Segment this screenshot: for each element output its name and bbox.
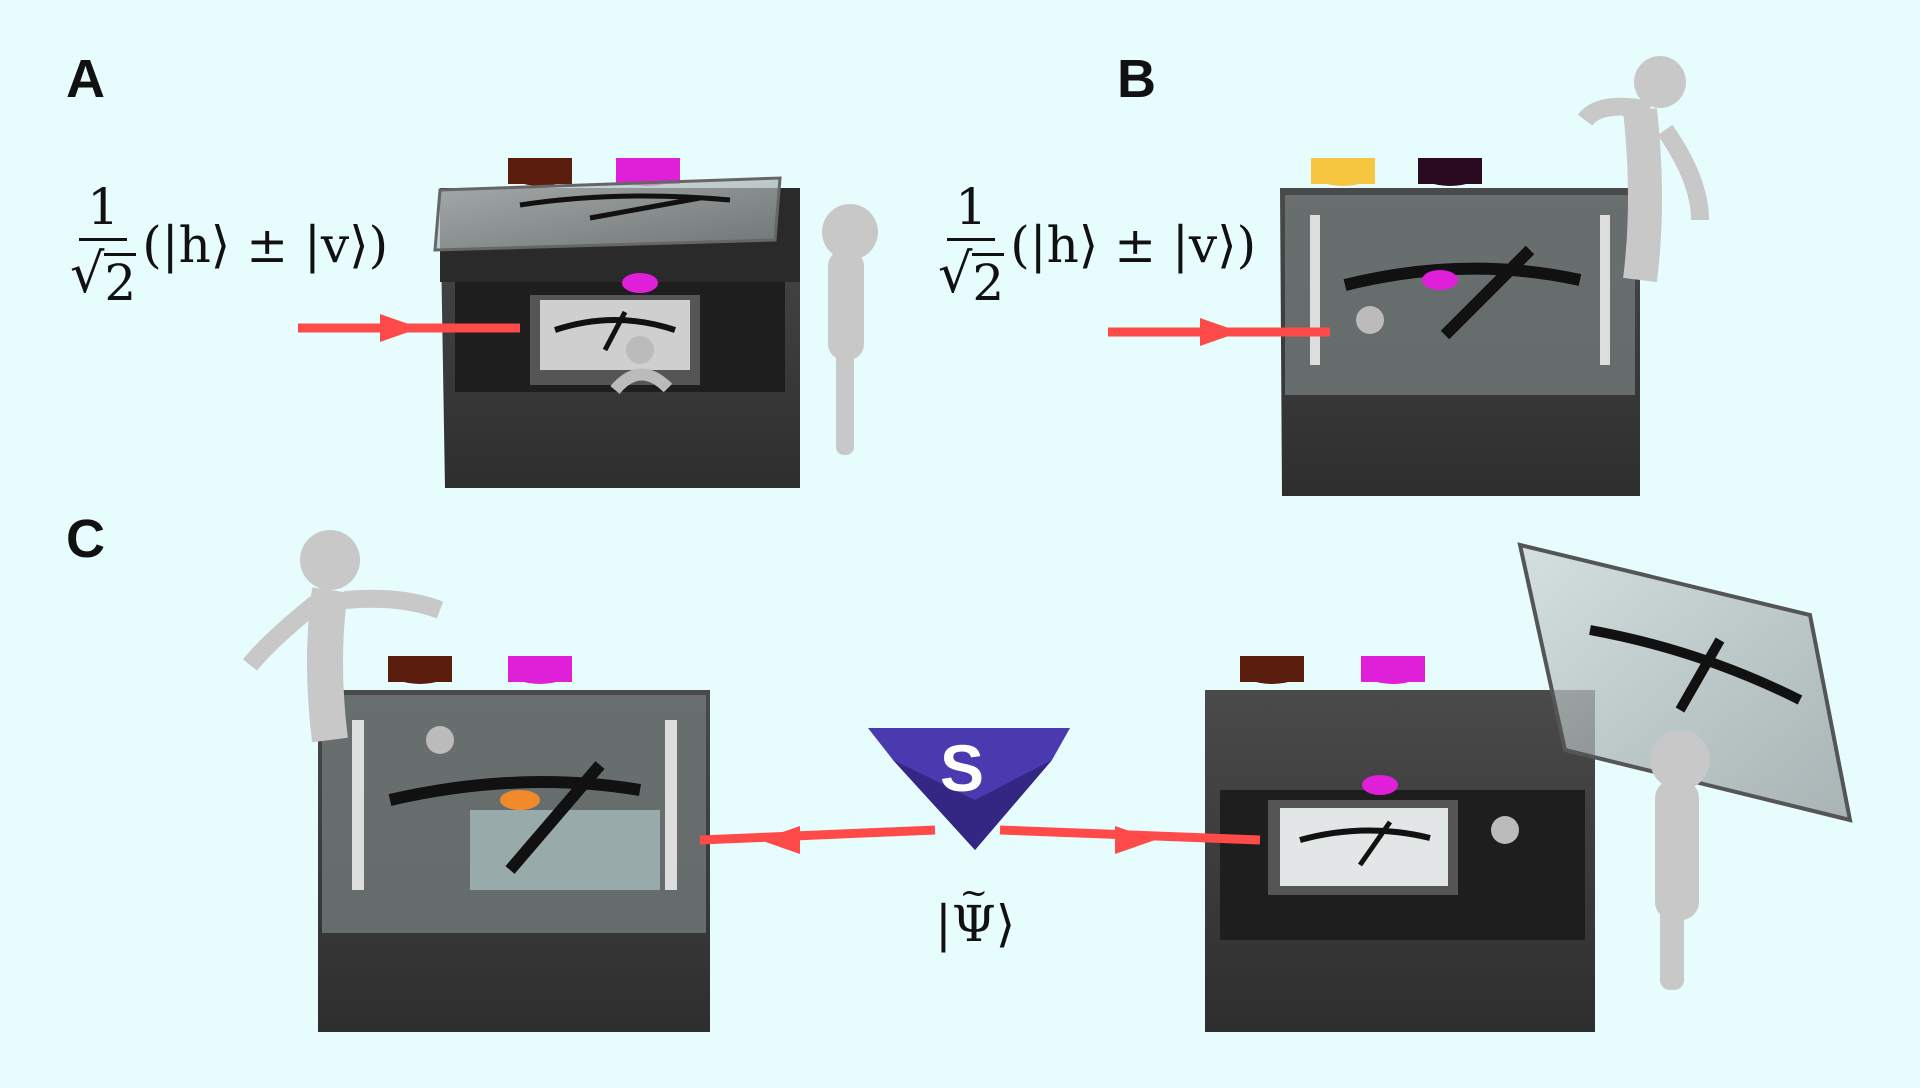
formula-b-numerator: 1 (947, 182, 996, 241)
panel-b-scene (1108, 56, 1709, 496)
formula-a-numerator: 1 (79, 182, 128, 241)
panel-label-a: A (66, 49, 105, 109)
observer-b (1577, 56, 1709, 283)
formula-b-fraction: 1 √2 (938, 182, 1005, 312)
formula-b-denominator: √2 (938, 242, 1005, 312)
formula-a-state: (|h⟩ ± |v⟩) (142, 216, 389, 274)
panel-c-scene (242, 530, 1853, 1032)
observer-c-left (242, 530, 444, 743)
formula-a: 1 √2 (|h⟩ ± |v⟩) (70, 182, 388, 308)
source-label: S (940, 731, 985, 805)
beam-c-left (699, 825, 936, 845)
formula-a-fraction: 1 √2 (70, 182, 137, 312)
entangled-state-ket: |~Ψ⟩ (935, 873, 1016, 953)
panel-a-scene (298, 158, 878, 488)
formula-b-state: (|h⟩ ± |v⟩) (1010, 216, 1257, 274)
observer-c-right (1650, 730, 1710, 990)
formula-a-denominator: √2 (70, 242, 137, 312)
observer-a (822, 204, 878, 455)
meter-needle-scale-b (1343, 262, 1582, 291)
panel-label-b: B (1117, 49, 1156, 109)
source-s (868, 728, 1070, 850)
panel-label-c: C (66, 509, 105, 569)
formula-b: 1 √2 (|h⟩ ± |v⟩) (938, 182, 1256, 308)
glass-lid-c-right (1517, 542, 1853, 823)
